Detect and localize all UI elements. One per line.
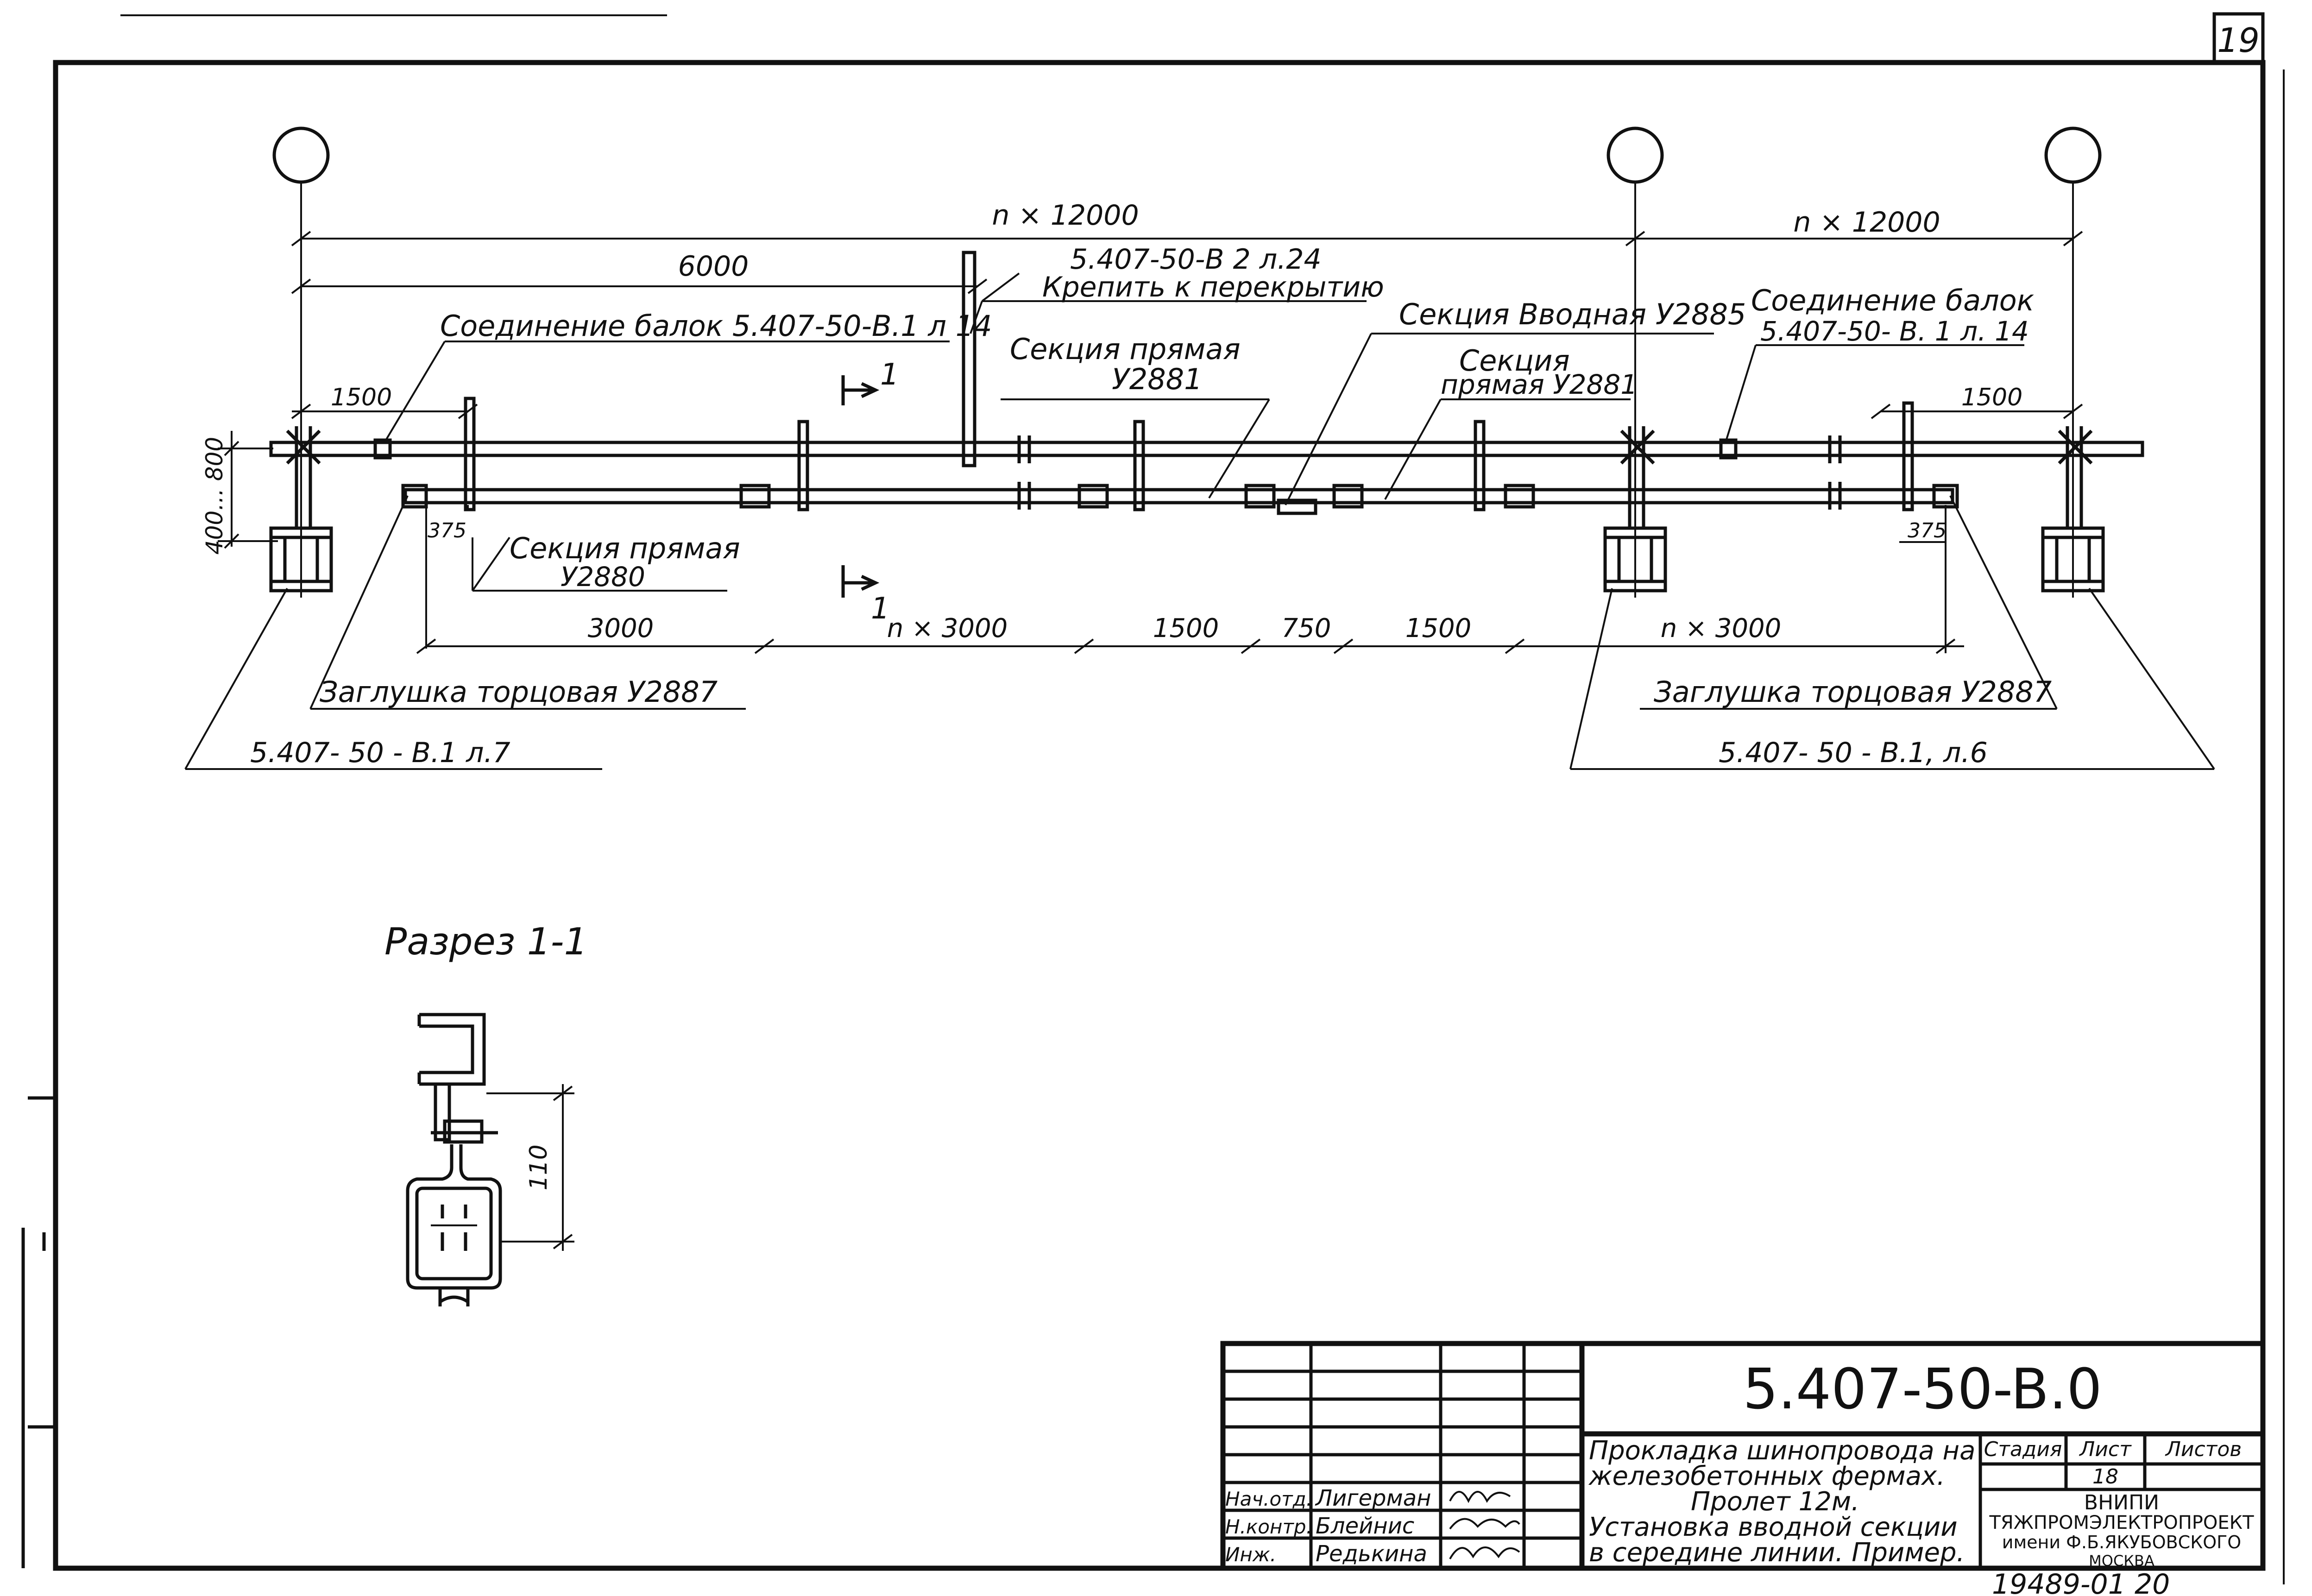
org-line: ВНИПИ xyxy=(2084,1491,2159,1514)
org-line: МОСКВА xyxy=(2089,1552,2155,1570)
sheet-number: 19 xyxy=(2217,21,2260,60)
ref-ceiling-sheet: 5.407-50-B 2 л.24 xyxy=(1070,243,1322,276)
dim-1500-left: 1500 xyxy=(331,384,392,411)
dim-top-left: n × 12000 xyxy=(992,199,1139,232)
busbar-run xyxy=(269,435,2144,515)
dim-6000: 6000 xyxy=(678,250,749,283)
bottom-dim-value: n × 3000 xyxy=(887,613,1008,643)
bottom-dim-value: 750 xyxy=(1282,613,1331,643)
description-line: Установка вводной секции xyxy=(1589,1512,1958,1542)
sheet-frame xyxy=(21,12,2285,1584)
org-line: имени Ф.Б.ЯКУБОВСКОГО xyxy=(2002,1532,2241,1552)
bottom-dim-value: 3000 xyxy=(588,613,654,643)
leader-lines xyxy=(184,272,2215,770)
ref-ceiling-note: Крепить к перекрытию xyxy=(1042,271,1384,303)
col-sheet: Лист xyxy=(2079,1438,2132,1461)
label-section-straight-2880: Секция прямая xyxy=(510,531,740,565)
signature-name: Редькина xyxy=(1316,1541,1427,1567)
dim-375-left: 375 xyxy=(428,519,466,543)
document-code: 5.407-50-B.0 xyxy=(1743,1357,2102,1422)
signature-name: Блейнис xyxy=(1316,1513,1414,1539)
support-right xyxy=(2041,426,2105,593)
label-section-straight-2880-code: У2880 xyxy=(561,561,645,593)
signature-name: Лигерман xyxy=(1315,1485,1431,1511)
description-line: железобетонных фермах. xyxy=(1588,1461,1945,1491)
label-end-cap-right: Заглушка торцовая У2887 xyxy=(1654,675,2052,709)
description-line: в середине линии. Пример. xyxy=(1589,1538,1965,1568)
ref-right-support: 5.407- 50 - B.1, л.6 xyxy=(1719,737,1988,769)
plan-dimension-lines xyxy=(218,231,2083,654)
section-cut-marker xyxy=(841,375,880,598)
sheet-value: 18 xyxy=(2092,1465,2118,1489)
title-block xyxy=(1220,1341,2266,1571)
label-section-straight-2881-b-code: прямая У2881 xyxy=(1441,369,1638,400)
description-line: Пролет 12м. xyxy=(1691,1487,1859,1517)
label-beam-joint-right-ref: 5.407-50- B. 1 л. 14 xyxy=(1760,315,2029,347)
signature-role: Инж. xyxy=(1225,1543,1276,1566)
dim-110: 110 xyxy=(525,1144,553,1190)
signature-role: Нач.отд. xyxy=(1225,1488,1312,1510)
busbar-hangers xyxy=(464,251,1914,511)
label-section-straight-2881-b: Секция xyxy=(1459,344,1570,378)
bottom-dim-value: 1500 xyxy=(1153,613,1219,643)
support-middle xyxy=(1603,426,1667,593)
dim-1500-right: 1500 xyxy=(1961,384,2022,411)
description-line: Прокладка шинопровода на xyxy=(1589,1436,1975,1466)
dim-375-right: 375 xyxy=(1908,519,1947,543)
support-left xyxy=(269,426,333,593)
archive-number: 19489-01 20 xyxy=(1992,1568,2170,1596)
label-beam-joint-right: Соединение балок xyxy=(1751,284,2035,317)
dim-height: 400... 800 xyxy=(201,437,228,555)
label-beam-joint-left: Соединение балок 5.407-50-B.1 л 14 xyxy=(440,309,992,343)
label-section-straight-2881-a: Секция прямая xyxy=(1010,332,1241,366)
label-end-cap-left: Заглушка торцовая У2887 xyxy=(320,675,718,709)
ref-left-support: 5.407- 50 - B.1 л.7 xyxy=(250,737,510,769)
section-1-1-detail xyxy=(406,1013,574,1306)
section-mark-top: 1 xyxy=(880,358,899,392)
col-sheets: Листов xyxy=(2165,1438,2242,1461)
label-section-input: Секция Вводная У2885 xyxy=(1399,297,1746,331)
section-title: Разрез 1-1 xyxy=(384,920,587,963)
signature-role: Н.контр. xyxy=(1225,1515,1312,1538)
bottom-dim-value: n × 3000 xyxy=(1661,613,1782,643)
label-section-straight-2881-a-code: У2881 xyxy=(1112,362,1203,396)
bottom-dim-value: 1500 xyxy=(1405,613,1472,643)
col-stage: Стадия xyxy=(1984,1438,2062,1461)
handwritten-signatures xyxy=(1449,1491,1520,1559)
section-mark-bottom: 1 xyxy=(871,592,890,626)
dim-top-right: n × 12000 xyxy=(1793,206,1940,239)
org-line: ТЯЖПРОМЭЛЕКТРОПРОЕКТ xyxy=(1989,1512,2254,1533)
